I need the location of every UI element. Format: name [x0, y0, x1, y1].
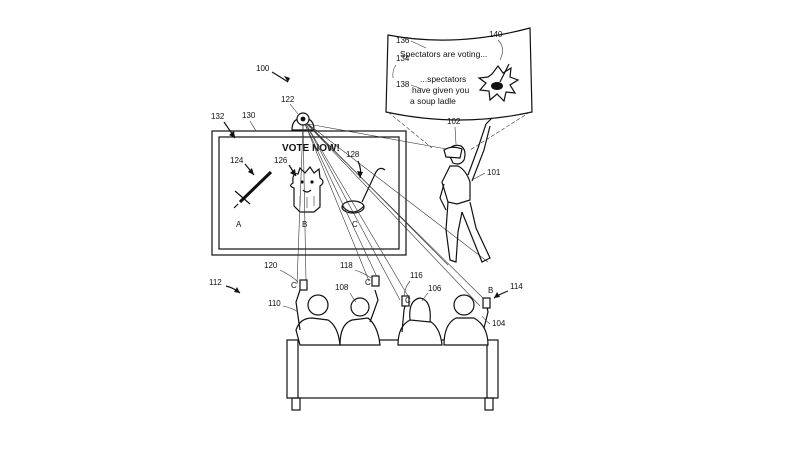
ref-option-b: 126 [274, 156, 288, 165]
ref-hmd-view: 134 [396, 54, 410, 63]
ref-option-c: 128 [346, 150, 360, 159]
option-label-a: A [236, 220, 242, 229]
ref-spectator-b: 108 [335, 283, 349, 292]
ref-hud-message: 136 [396, 36, 410, 45]
ref-camera: 122 [281, 95, 295, 104]
ref-device-d: 114 [510, 282, 523, 291]
vote-d: B [488, 286, 493, 295]
ref-spectator-c: 106 [428, 284, 442, 293]
ref-ladle-item: 140 [489, 30, 503, 39]
vote-c: C [405, 296, 411, 305]
ref-player: 101 [487, 168, 501, 177]
ref-device-b: 118 [340, 261, 353, 270]
hud-line-1: Spectators are voting... [400, 49, 487, 59]
spectator-a [296, 280, 340, 345]
ref-device-a: 120 [264, 261, 278, 270]
hud-line-2: ...spectators [420, 74, 466, 84]
vote-a: C [291, 281, 297, 290]
ref-spectator-a: 110 [268, 299, 281, 308]
ref-system: 100 [256, 64, 270, 73]
ref-option-a: 124 [230, 156, 244, 165]
ref-headset: 102 [447, 117, 461, 126]
hmd-headset [444, 147, 462, 158]
ref-hud-result: 138 [396, 80, 410, 89]
option-label-c: C [352, 220, 358, 229]
spectator-d [444, 295, 490, 345]
hud-line-3: have given you [412, 85, 469, 95]
hud-line-4: a soup ladle [410, 96, 456, 106]
hmd-view: Spectators are voting... ...spectators h… [386, 28, 532, 150]
vote-title: VOTE NOW! [282, 143, 340, 154]
ref-device-c: 116 [410, 271, 423, 280]
vote-b: C [365, 278, 371, 287]
ref-display-screen: 132 [211, 112, 225, 121]
ref-audience: 112 [209, 278, 222, 287]
ref-spectator-d: 104 [492, 319, 506, 328]
ref-display: 130 [242, 111, 256, 120]
player [440, 118, 492, 262]
couch [287, 340, 498, 410]
